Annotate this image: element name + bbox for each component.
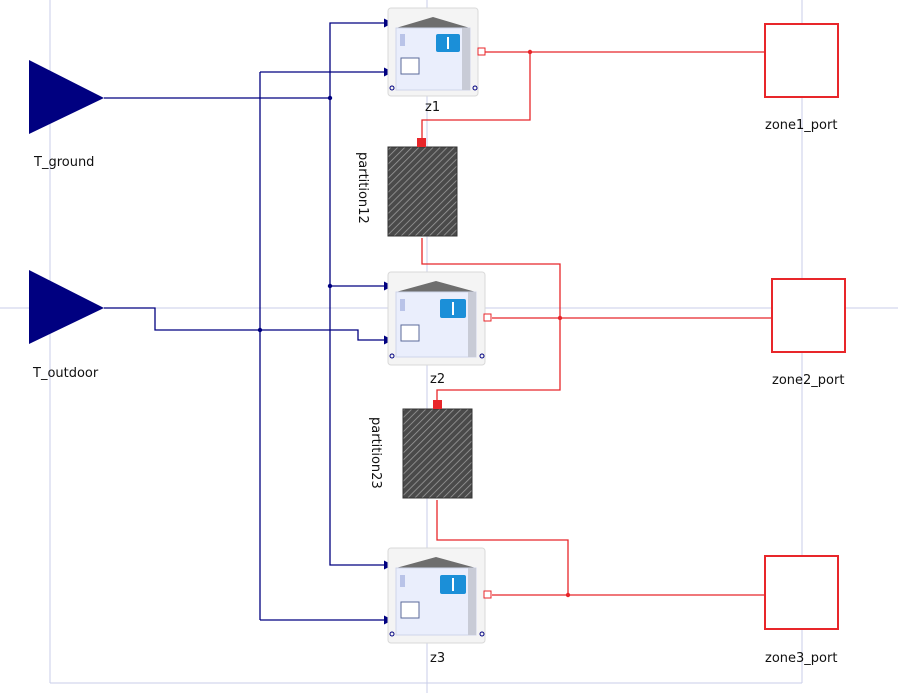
zone1-port-label: zone1_port: [765, 118, 837, 133]
partition23[interactable]: partition23: [368, 400, 473, 499]
heat-port-icon: [771, 278, 846, 353]
z2-label: z2: [430, 372, 445, 387]
heat-port-icon: [433, 400, 442, 409]
heat-junctions: [527, 49, 571, 598]
heat-port-icon: [417, 138, 426, 147]
zone1-port[interactable]: zone1_port: [764, 23, 839, 133]
triangle-source-icon: [29, 270, 104, 344]
t-ground-source[interactable]: T_ground: [29, 60, 104, 170]
zone2-port-label: zone2_port: [772, 373, 844, 388]
triangle-source-icon: [29, 60, 104, 134]
heat-port-icon: [764, 555, 839, 630]
zone-z1[interactable]: [387, 7, 486, 97]
zone-z3[interactable]: [387, 547, 492, 644]
partition23-label: partition23: [368, 417, 383, 489]
heat-port-icon: [764, 23, 839, 98]
radiator-icon: [400, 601, 420, 619]
zone-z2[interactable]: [387, 271, 492, 366]
partition12-label: partition12: [355, 152, 370, 224]
t-ground-label: T_ground: [33, 155, 94, 170]
signal-connections: [104, 18, 393, 625]
partition12[interactable]: partition12: [355, 138, 458, 237]
radiator-icon: [400, 57, 420, 75]
z1-label: z1: [425, 100, 440, 115]
zone3-port[interactable]: zone3_port: [764, 555, 839, 666]
t-outdoor-label: T_outdoor: [32, 366, 99, 381]
heat-port-icon: [483, 590, 492, 599]
heat-port-icon: [483, 313, 492, 322]
zone3-port-label: zone3_port: [765, 651, 837, 666]
hatched-wall-icon: [387, 146, 458, 237]
zone2-port[interactable]: zone2_port: [771, 278, 846, 388]
t-outdoor-source[interactable]: T_outdoor: [29, 270, 104, 381]
signal-junctions: [257, 95, 333, 333]
heat-port-icon: [477, 47, 486, 56]
radiator-icon: [400, 324, 420, 342]
hatched-wall-icon: [402, 408, 473, 499]
z3-label: z3: [430, 651, 445, 666]
